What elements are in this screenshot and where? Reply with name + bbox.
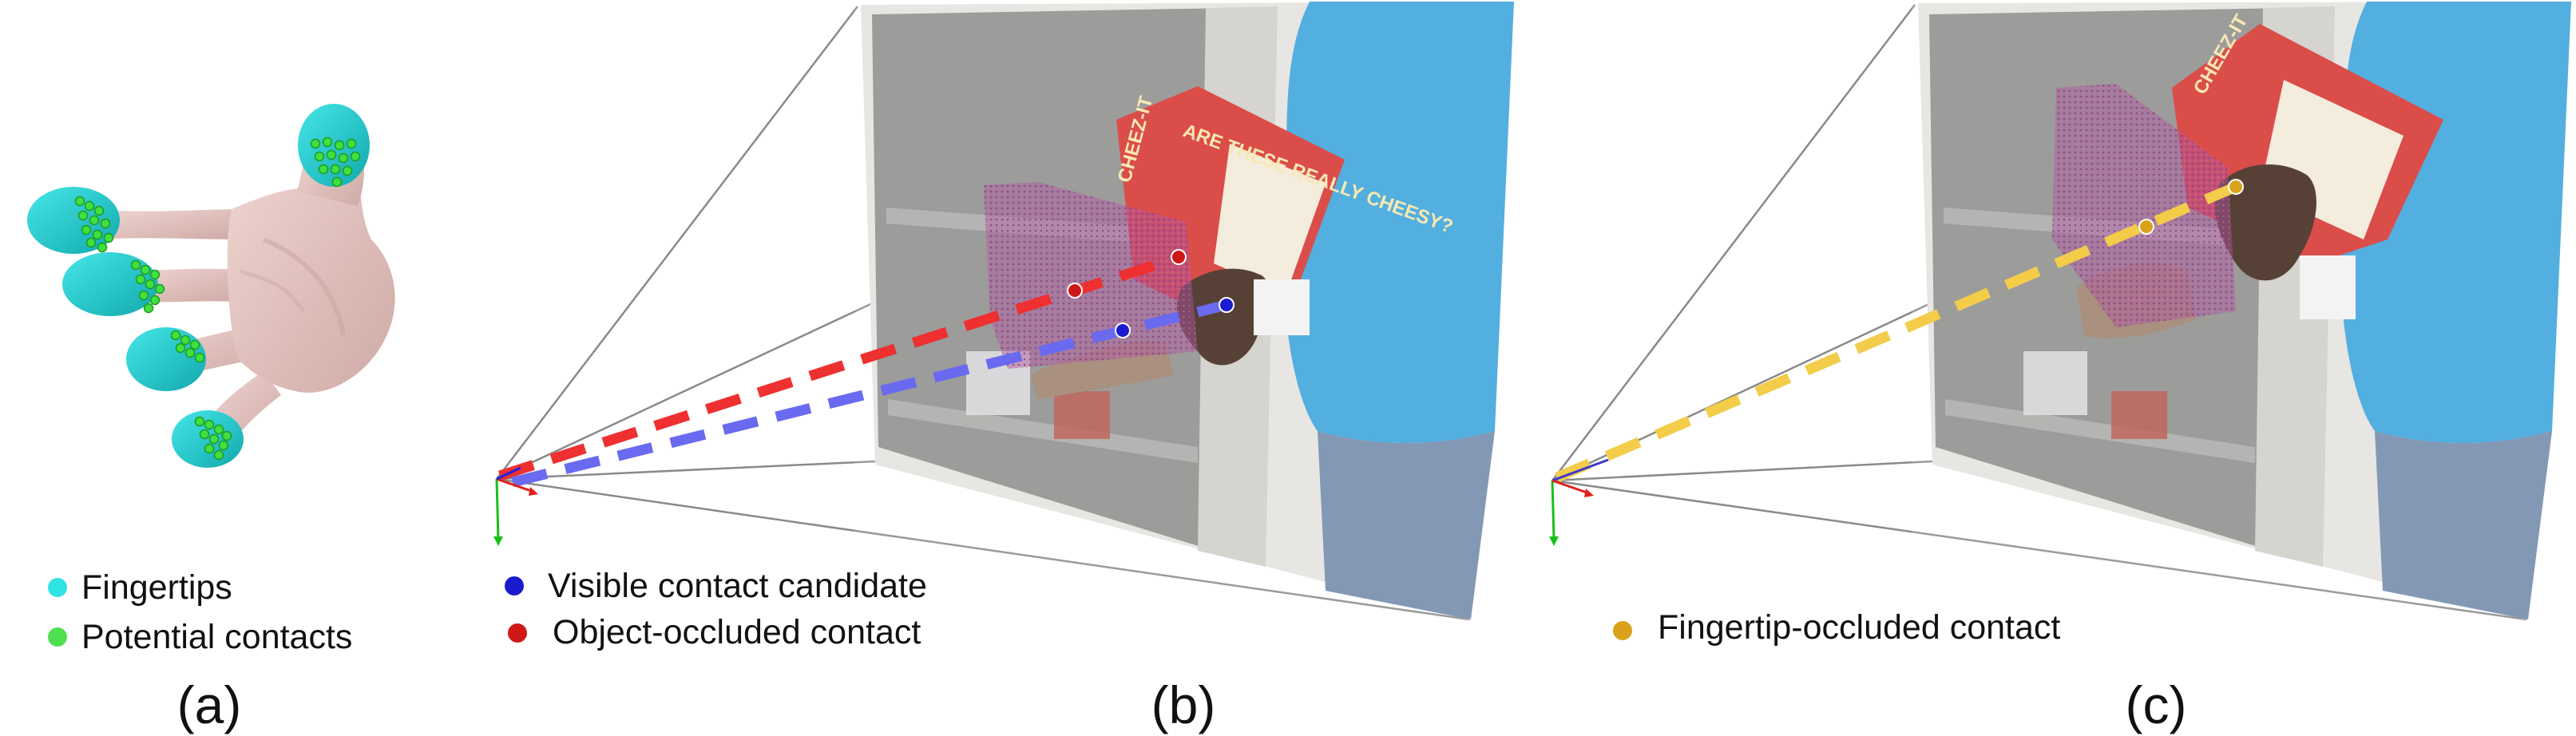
panel-b: CHEEZ-IT ARE THESE REALLY CHEESY?	[493, 0, 1517, 734]
person-jeans-c	[2375, 431, 2552, 619]
contacts-ring	[170, 330, 205, 363]
cheezit-box-panel	[1214, 144, 1326, 295]
camera-axes-c	[1549, 479, 1594, 546]
legend-label-visible-contact: Visible contact candidate	[548, 567, 927, 605]
legend-swatch-fingertips	[48, 578, 67, 597]
caption-a: (a)	[177, 675, 242, 734]
object-occluded-contact-2	[1171, 249, 1187, 265]
person-right-hand-c	[2214, 164, 2316, 281]
legend-a: Fingertips Potential contacts	[48, 568, 352, 656]
fingertip-occluded-contact-1	[2138, 219, 2154, 235]
rays-c	[1552, 182, 2238, 482]
contact-points	[74, 137, 361, 461]
legend-swatch-object-occluded	[508, 623, 527, 643]
cabinet-item-box-c	[2023, 351, 2087, 415]
rays-b	[498, 251, 1228, 488]
legend-swatch-visible-contact	[505, 576, 524, 596]
contact-markers-b	[1067, 249, 1234, 338]
legend-c: Fingertip-occluded contact	[1613, 608, 2060, 647]
fingertip-ring	[126, 327, 206, 391]
person-right-hand	[1176, 268, 1272, 366]
person-shirt	[1283, 2, 1514, 443]
image-plane-wash	[854, 0, 1517, 631]
image-plane-c-wash	[1912, 0, 2574, 631]
legend-swatch-potential-contacts	[48, 627, 67, 647]
ray-fingertip-occluded	[1555, 182, 2238, 482]
legend-label-fingertips: Fingertips	[81, 568, 232, 607]
fingertip-middle	[62, 252, 158, 316]
contacts-middle	[130, 259, 165, 314]
fingertip-occluded-contact-2	[2228, 179, 2244, 195]
caption-b: (b)	[1151, 675, 1216, 734]
legend-label-potential-contacts: Potential contacts	[81, 618, 352, 656]
person-right-sleeve-c	[2300, 255, 2356, 319]
panel-c: CHEEZ-IT Fingertip-occluded contact (c)	[1549, 0, 2574, 734]
object-occluded-contact-1	[1067, 283, 1083, 299]
image-plane: CHEEZ-IT ARE THESE REALLY CHEESY?	[854, 0, 1517, 631]
legend-label-fingertip-occluded: Fingertip-occluded contact	[1658, 608, 2060, 647]
ray-visible-candidate	[511, 299, 1228, 488]
hand-finger-index	[96, 209, 240, 239]
camera-axes-b	[493, 466, 538, 546]
visible-contact-candidate-2	[1219, 297, 1234, 313]
contacts-pinky	[194, 416, 232, 461]
ray-object-occluded	[498, 251, 1182, 481]
person-right-sleeve	[1254, 279, 1310, 335]
caption-c: (c)	[2126, 675, 2187, 734]
visible-contact-candidate-1	[1115, 322, 1131, 338]
contacts-index	[74, 196, 114, 253]
cabinet-item-red	[1054, 391, 1110, 439]
cabinet-shelf-bottom-c	[1945, 399, 2255, 463]
person-jeans	[1318, 431, 1495, 619]
legend-label-object-occluded: Object-occluded contact	[553, 613, 921, 651]
image-plane-c: CHEEZ-IT	[1912, 0, 2574, 631]
fingertip-pinky	[172, 410, 244, 468]
legend-b: Visible contact candidate Object-occlude…	[505, 567, 927, 651]
legend-swatch-fingertip-occluded	[1613, 621, 1632, 640]
fingertip-thumb	[298, 104, 370, 187]
panel-a: Fingertips Potential contacts (a)	[27, 104, 395, 734]
object-mesh-c	[2052, 84, 2236, 327]
contacts-thumb	[310, 137, 361, 188]
contact-markers-c	[2138, 179, 2244, 235]
cabinet-shelf-bottom	[888, 399, 1198, 463]
cabinet-item-red-c	[2111, 391, 2167, 439]
